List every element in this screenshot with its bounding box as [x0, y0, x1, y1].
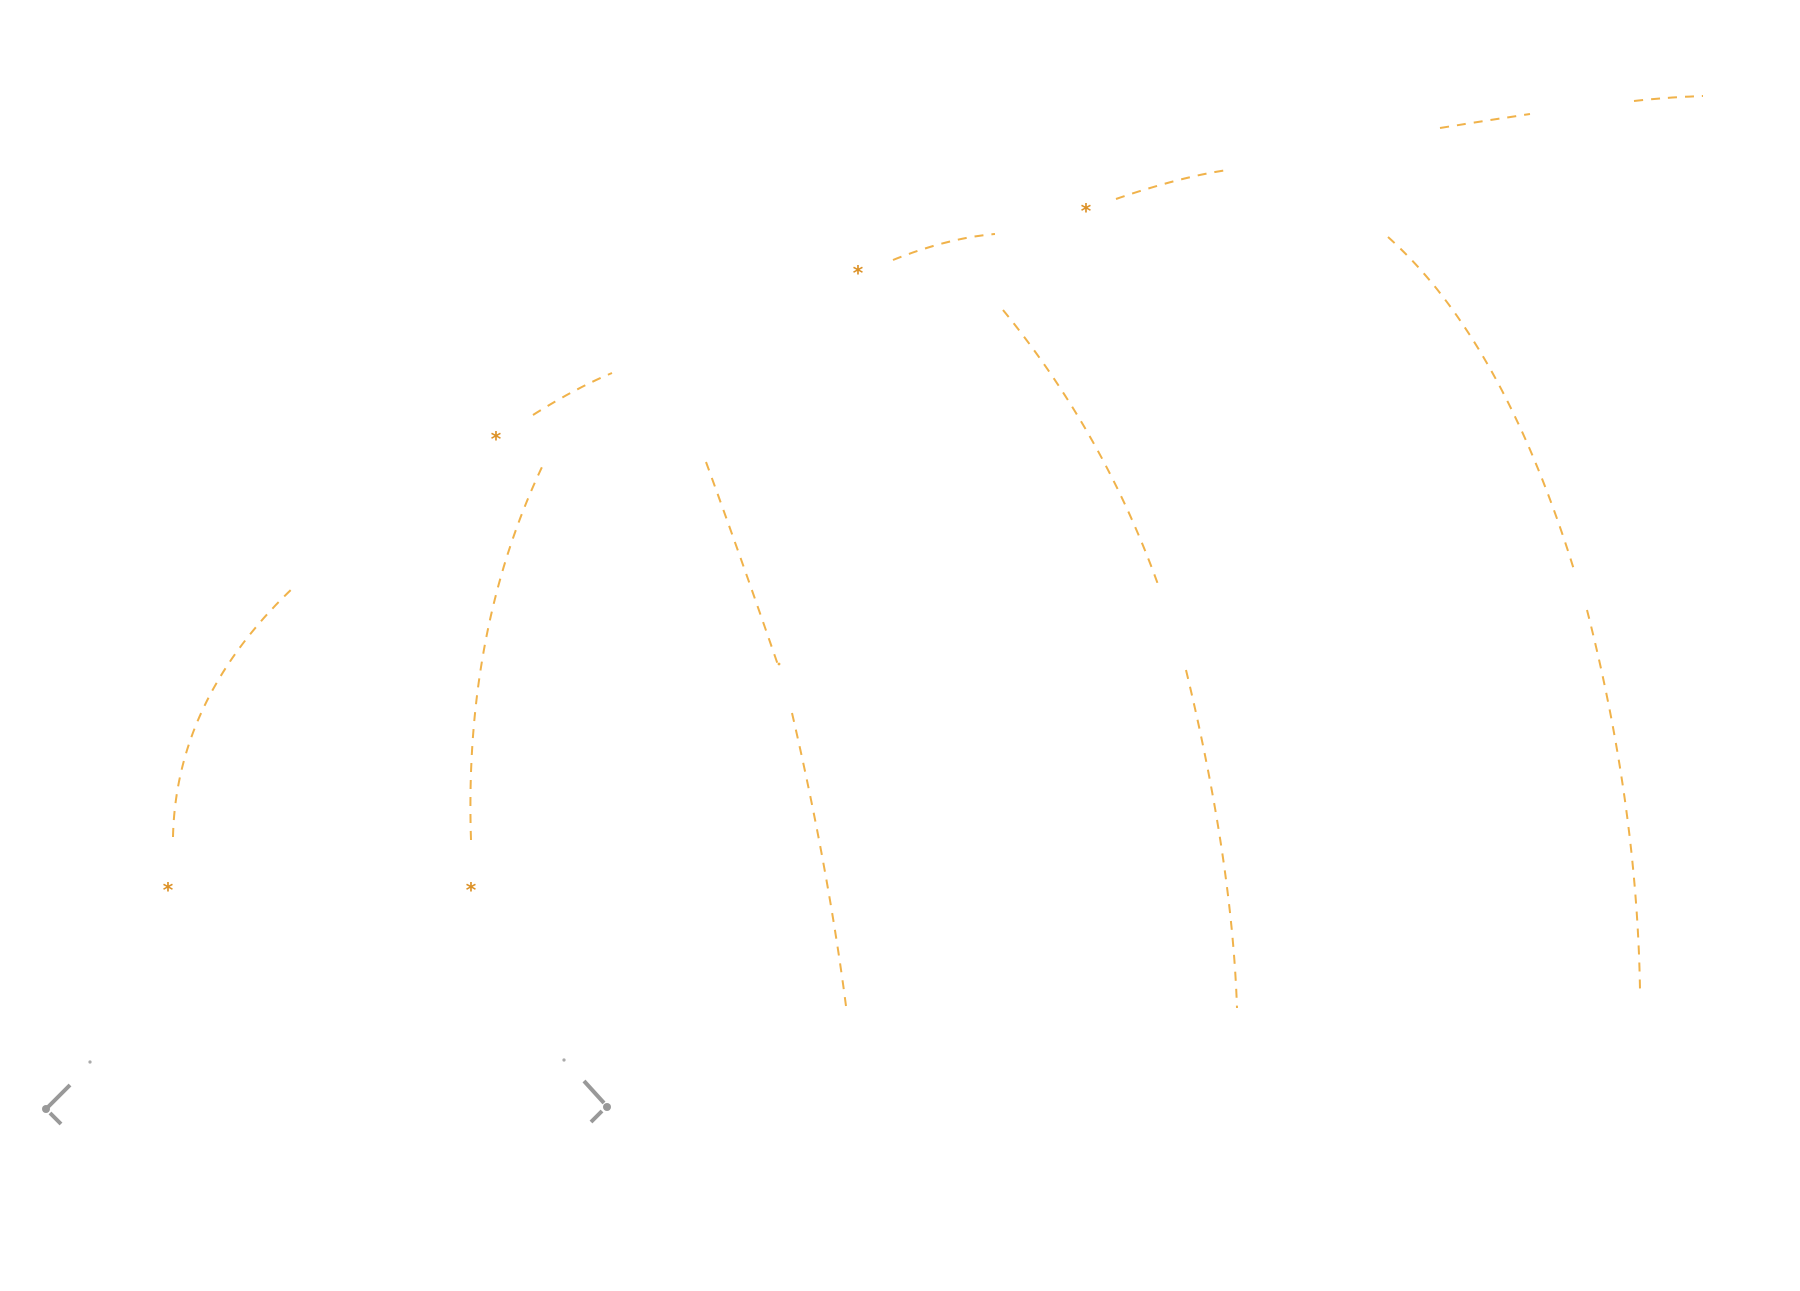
marker-bottom-center: * — [466, 878, 477, 902]
arc-left-inner — [469, 466, 543, 841]
speck-arc-end — [777, 662, 781, 666]
arc-left-outer — [172, 585, 296, 838]
marker-bottom-left: * — [163, 878, 174, 902]
arc-center-upper — [1002, 309, 1161, 591]
arc-right-lower — [1586, 609, 1641, 991]
marker-layer: * * * * * — [163, 199, 1092, 902]
arc-middle-upper — [705, 461, 779, 666]
arc-middle-lower — [791, 712, 847, 1007]
marker-top-middle: * — [853, 261, 864, 285]
arc-top-right — [1115, 169, 1228, 200]
marker-upper-left: * — [491, 427, 502, 451]
speck-layer — [88, 662, 781, 1064]
next-button[interactable] — [582, 1079, 611, 1124]
prev-button[interactable] — [42, 1083, 72, 1126]
chevron-left-icon — [42, 1083, 72, 1126]
marker-top-right: * — [1081, 199, 1092, 223]
arc-center-lower — [1185, 669, 1238, 1009]
chevron-right-icon — [582, 1079, 611, 1124]
arc-far-top-2 — [1633, 95, 1704, 102]
arc-far-top-1 — [1439, 113, 1531, 129]
arc-upper-small — [532, 372, 613, 416]
speck-left — [88, 1060, 92, 1064]
arc-right-upper — [1387, 236, 1576, 574]
arc-layer — [172, 95, 1704, 1009]
arc-top-mid — [892, 233, 996, 261]
speck-right — [562, 1058, 566, 1062]
